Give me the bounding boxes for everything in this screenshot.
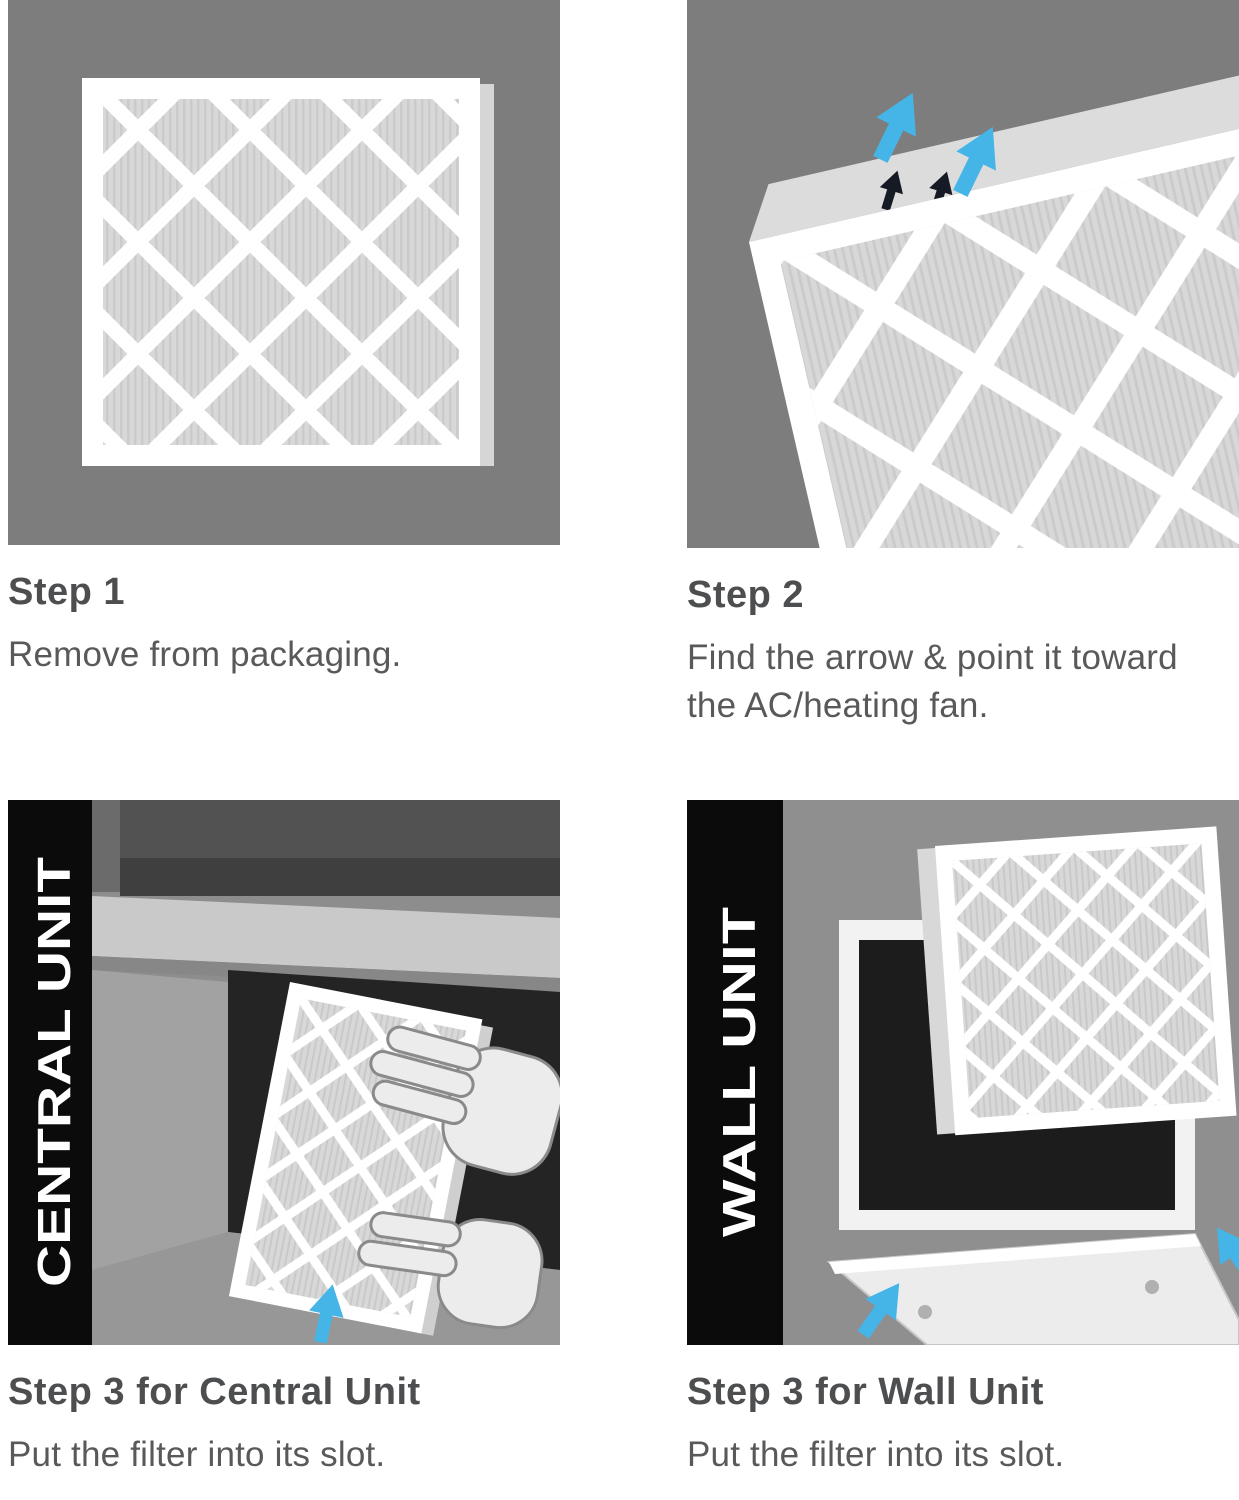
step-3-wall-section: WALL UNIT Step 3 for Wall Unit Put the f… — [687, 800, 1239, 1500]
step-1-body: Remove from packaging. — [8, 635, 402, 674]
central-unit-band-label: CENTRAL UNIT — [28, 857, 80, 1287]
air-filter-wall — [917, 826, 1237, 1136]
central-unit-band — [8, 800, 92, 1345]
filter-arrow-image — [687, 0, 1239, 548]
wall-unit-image: WALL UNIT — [687, 800, 1239, 1345]
step-2-title: Step 2 — [687, 574, 805, 616]
step-3-wall-title: Step 3 for Wall Unit — [687, 1371, 1044, 1413]
step-3-wall-illustration: WALL UNIT — [687, 800, 1239, 1345]
packaged-filter-image — [8, 0, 560, 545]
furnace-front-panel — [92, 970, 228, 1270]
vent-door-open — [826, 1232, 1239, 1345]
hand-upper — [369, 1025, 560, 1176]
step-2-illustration — [687, 0, 1239, 548]
step-3-central-body: Put the filter into its slot. — [8, 1435, 386, 1474]
furnace-structure — [92, 800, 560, 992]
air-filter-front — [82, 78, 494, 466]
step-3-central-title: Step 3 for Central Unit — [8, 1371, 421, 1413]
central-unit-image: CENTRAL UNIT — [8, 800, 560, 1345]
step-2-section: Step 2 Find the arrow & point it toward … — [687, 0, 1239, 800]
air-filter-tilted — [749, 61, 1239, 548]
wall-unit-band — [687, 800, 783, 1345]
step-1-section: Step 1 Remove from packaging. — [8, 0, 560, 800]
step-3-central-section: CENTRAL UNIT Step 3 for Central Unit Put… — [8, 800, 560, 1500]
step-1-illustration — [8, 0, 560, 545]
step-3-central-illustration: CENTRAL UNIT — [8, 800, 560, 1345]
screw-hole — [1145, 1280, 1159, 1294]
step-2-body: Find the arrow & point it toward the AC/… — [687, 638, 1178, 726]
wall-unit-band-label: WALL UNIT — [713, 907, 765, 1237]
step-3-wall-body: Put the filter into its slot. — [687, 1435, 1065, 1474]
screw-hole — [918, 1305, 932, 1319]
step-1-title: Step 1 — [8, 571, 126, 613]
hand-lower — [357, 1211, 544, 1330]
